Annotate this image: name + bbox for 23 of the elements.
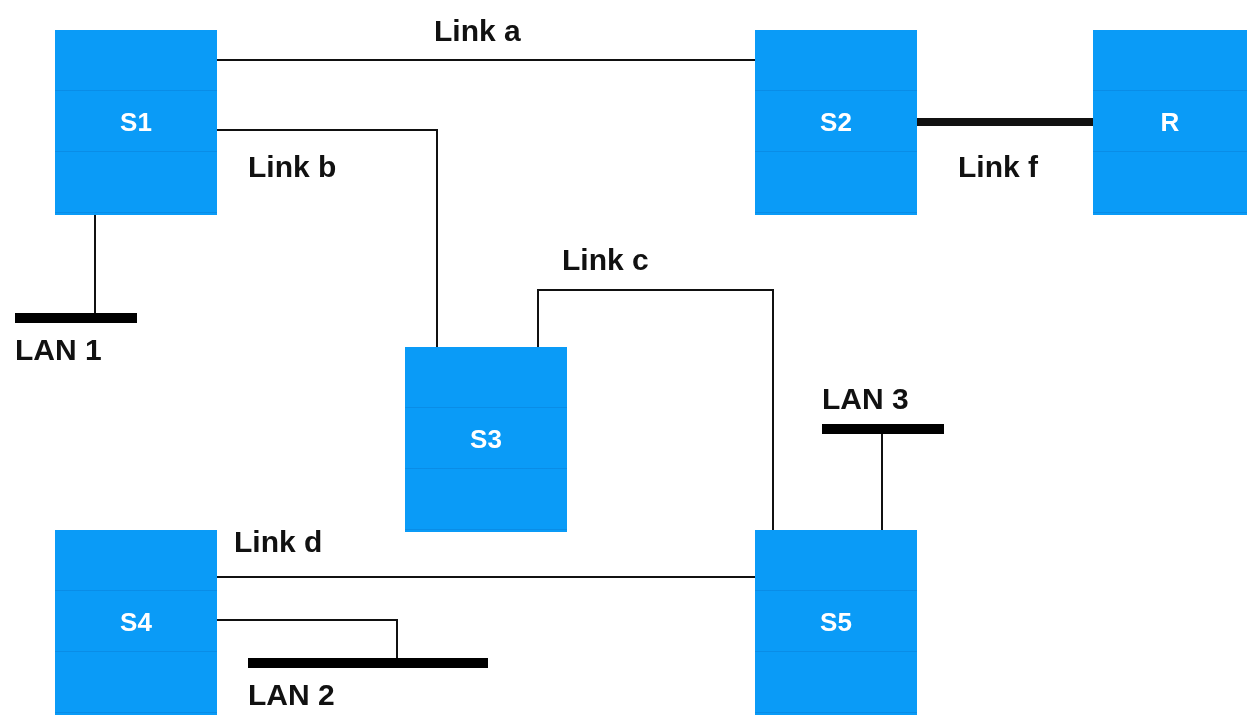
thick-link-line [917, 118, 1093, 126]
lan-label: LAN 2 [248, 678, 335, 712]
link-line [94, 214, 96, 314]
switch-box [755, 530, 917, 715]
switch-label: S3 [470, 424, 502, 455]
switch-label: S2 [820, 107, 852, 138]
link-line [216, 619, 398, 659]
switch-box [55, 530, 217, 715]
switch-label: S4 [120, 607, 152, 638]
switch-label: S1 [120, 107, 152, 138]
switch-box [1093, 30, 1247, 215]
switch-box [755, 30, 917, 215]
switch-label: R [1160, 107, 1180, 138]
link-line [537, 289, 774, 531]
switch-box [405, 347, 567, 532]
switch-box [55, 30, 217, 215]
link-line [216, 59, 756, 61]
link-line [216, 576, 756, 578]
link-line [881, 433, 883, 531]
link-line [216, 129, 438, 348]
lan-label: LAN 1 [15, 333, 102, 367]
lan-label: LAN 3 [822, 382, 909, 416]
switch-label: S5 [820, 607, 852, 638]
